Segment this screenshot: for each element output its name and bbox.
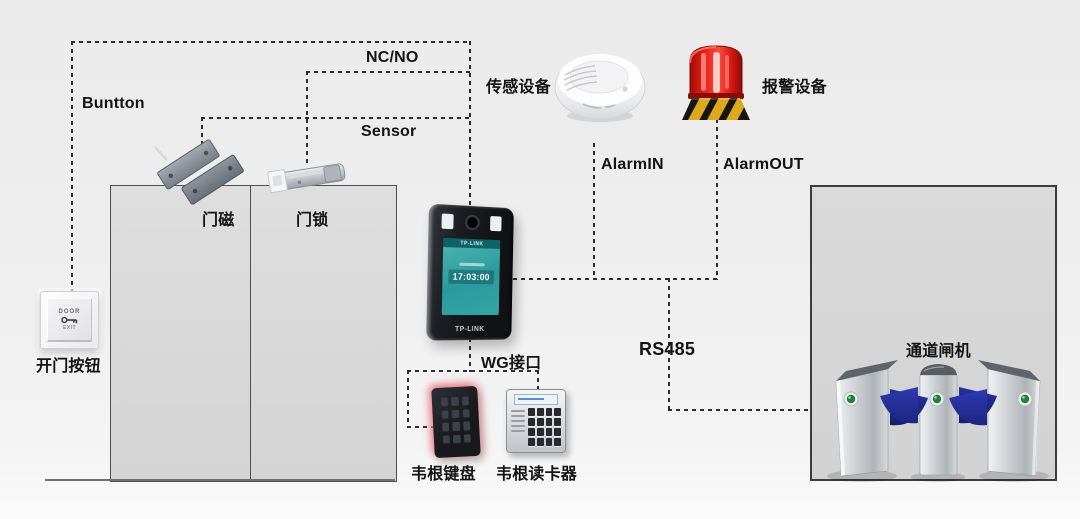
door-panel-left <box>110 185 252 482</box>
label-door-magnet: 门磁 <box>202 212 235 229</box>
wire-wg-right-drop <box>537 370 539 393</box>
label-sensor-device: 传感设备 <box>486 79 551 96</box>
wire-rs485-to-gate <box>668 409 811 411</box>
exit-button-device: DOOR EXIT <box>40 291 99 349</box>
camera-icon <box>464 214 480 231</box>
ir-fill-light-icon <box>441 213 454 230</box>
face-terminal-sensors <box>441 213 502 232</box>
screen-header: TP-LINK <box>443 237 501 249</box>
label-turnstile: 通道闸机 <box>906 343 971 360</box>
brand-text: TP-LINK <box>454 325 485 334</box>
turnstile-device <box>827 360 1049 482</box>
wire-sensor-drop <box>201 117 203 150</box>
label-alarm-in: AlarmIN <box>601 156 664 173</box>
ir-fill-light-icon <box>490 215 502 232</box>
key-icon <box>60 316 77 323</box>
label-alarm-out: AlarmOUT <box>723 156 804 173</box>
wiegand-card-reader-device <box>506 389 566 453</box>
card-reader-indicators <box>511 408 525 446</box>
wire-alarmin-drop <box>593 143 595 280</box>
wire-wg-bracket <box>407 370 539 372</box>
label-alarm-device: 报警设备 <box>762 79 827 96</box>
alarm-beacon-device <box>682 45 750 120</box>
wire-wg-left-drop <box>407 370 409 428</box>
wiegand-keypad-device <box>431 385 481 459</box>
label-wg-interface: WG接口 <box>481 355 542 372</box>
card-reader-display <box>514 394 558 405</box>
label-door-lock: 门锁 <box>296 212 329 229</box>
exit-button-exit-text: EXIT <box>62 324 77 331</box>
face-terminal-body: TP-LINK 17:03:00 TP-LINK <box>426 203 514 341</box>
card-reader-panel <box>511 408 561 446</box>
label-wiegand-reader: 韦根读卡器 <box>496 466 578 483</box>
screen-date-line <box>458 262 485 267</box>
label-exit-button: 开门按钮 <box>36 358 101 375</box>
door-panel-right <box>250 185 397 482</box>
label-sensor: Sensor <box>361 123 417 140</box>
screen-time: 17:03:00 <box>448 269 495 285</box>
label-wiegand-keypad: 韦根键盘 <box>411 466 476 483</box>
exit-button-door-text: DOOR <box>58 308 81 315</box>
wire-alarmout-drop <box>716 119 718 280</box>
door-magnet-device <box>154 139 244 205</box>
card-reader-keys <box>528 408 561 446</box>
wire-ncno <box>306 71 471 73</box>
face-terminal-screen: TP-LINK 17:03:00 <box>441 237 501 316</box>
wire-button-top <box>71 41 471 43</box>
wire-terminal-bottom <box>469 338 471 372</box>
door-lock-device <box>267 163 346 194</box>
label-rs485: RS485 <box>639 339 696 359</box>
wire-wg-keypad-stub <box>407 426 435 428</box>
label-nc-no: NC/NO <box>366 49 419 66</box>
wire-button-drop <box>71 41 73 291</box>
wiegand-keypad-keys <box>440 396 472 445</box>
wire-terminal-top <box>469 41 471 208</box>
wire-alarm-bus <box>513 278 718 280</box>
wire-rs485-drop <box>668 278 670 411</box>
wire-sensor <box>201 117 471 119</box>
label-button: Buntton <box>82 95 145 112</box>
exit-button-plate: DOOR EXIT <box>47 298 92 342</box>
gate-indicator-lights <box>843 391 1033 407</box>
smoke-detector-device <box>554 54 646 122</box>
wire-ncno-drop <box>306 71 308 167</box>
face-terminal-device: TP-LINK 17:03:00 TP-LINK <box>426 203 515 341</box>
floor-line <box>45 479 395 481</box>
